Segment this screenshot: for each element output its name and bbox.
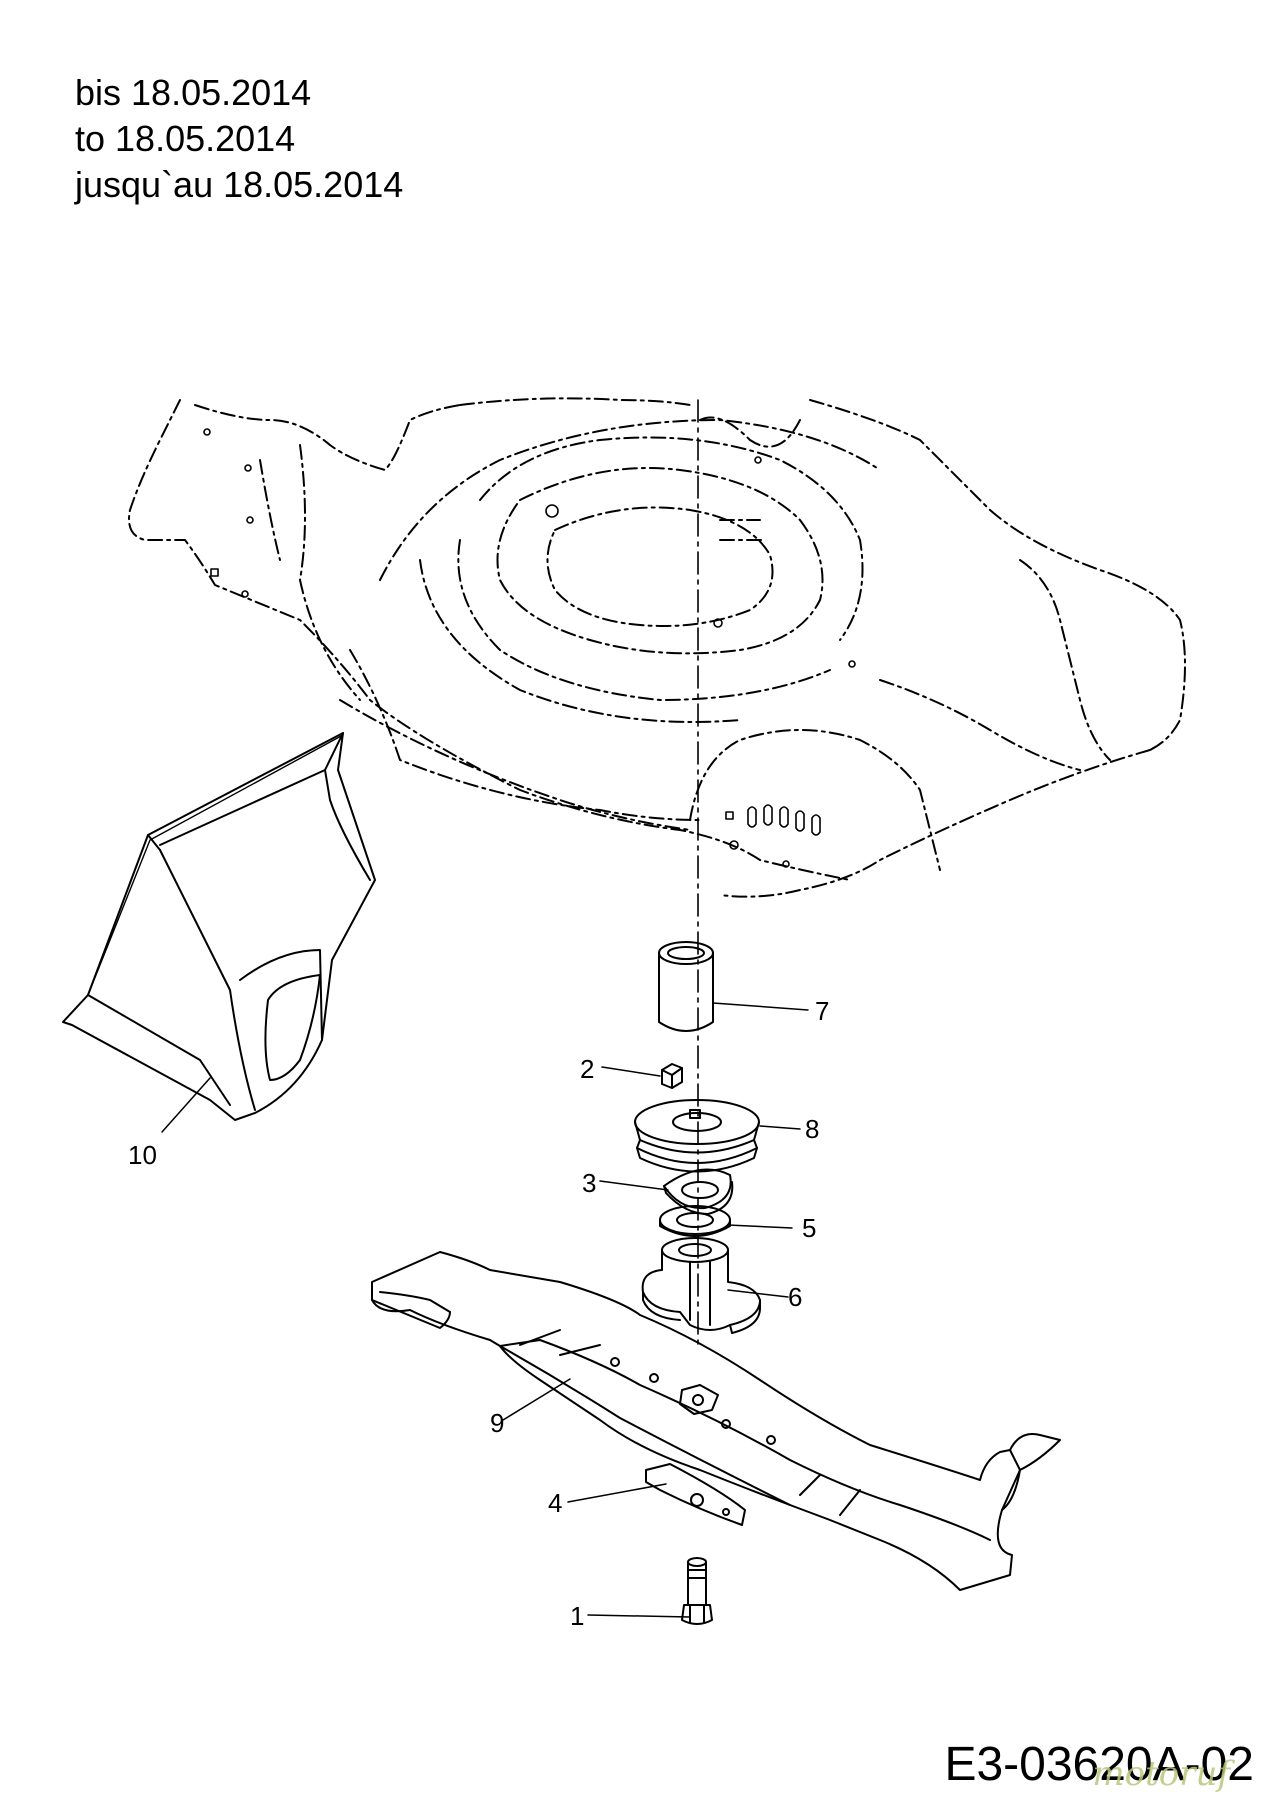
validity-line-fr: jusqu`au 18.05.2014 bbox=[75, 164, 404, 205]
blade-adapter-part-6 bbox=[641, 1237, 761, 1334]
mower-blade-part-9 bbox=[371, 1251, 1061, 1591]
validity-note: bis 18.05.2014 to 18.05.2014 jusqu`au 18… bbox=[75, 70, 403, 208]
bolt-part-1 bbox=[681, 1557, 713, 1625]
callout-6: 6 bbox=[788, 1282, 803, 1312]
washer-part-5 bbox=[659, 1205, 731, 1237]
sleeve-part-7 bbox=[658, 941, 714, 1032]
callout-leaders bbox=[161, 1002, 809, 1618]
stiffener-plate-part-4 bbox=[645, 1463, 746, 1526]
validity-line-en: to 18.05.2014 bbox=[75, 118, 296, 159]
callout-8: 8 bbox=[805, 1114, 820, 1144]
watermark-logo: motoruf bbox=[1092, 1754, 1230, 1794]
callout-5: 5 bbox=[802, 1213, 817, 1243]
callout-2: 2 bbox=[580, 1054, 595, 1084]
callout-7: 7 bbox=[815, 996, 830, 1026]
callout-1: 1 bbox=[570, 1601, 585, 1631]
drawing-code: E3-03620A-02 bbox=[944, 1738, 1254, 1791]
key-part-2 bbox=[661, 1063, 683, 1089]
pulley-part-8 bbox=[634, 1099, 760, 1173]
deck-mounting-holes bbox=[203, 428, 856, 868]
washer-part-3 bbox=[663, 1168, 734, 1215]
callout-10: 10 bbox=[128, 1140, 157, 1170]
validity-line-de: bis 18.05.2014 bbox=[75, 72, 312, 113]
callout-9: 9 bbox=[490, 1408, 505, 1438]
mower-deck-outline bbox=[128, 397, 1186, 898]
callout-3: 3 bbox=[582, 1168, 597, 1198]
callout-4: 4 bbox=[548, 1488, 563, 1518]
discharge-chute-part-10 bbox=[62, 732, 376, 1121]
